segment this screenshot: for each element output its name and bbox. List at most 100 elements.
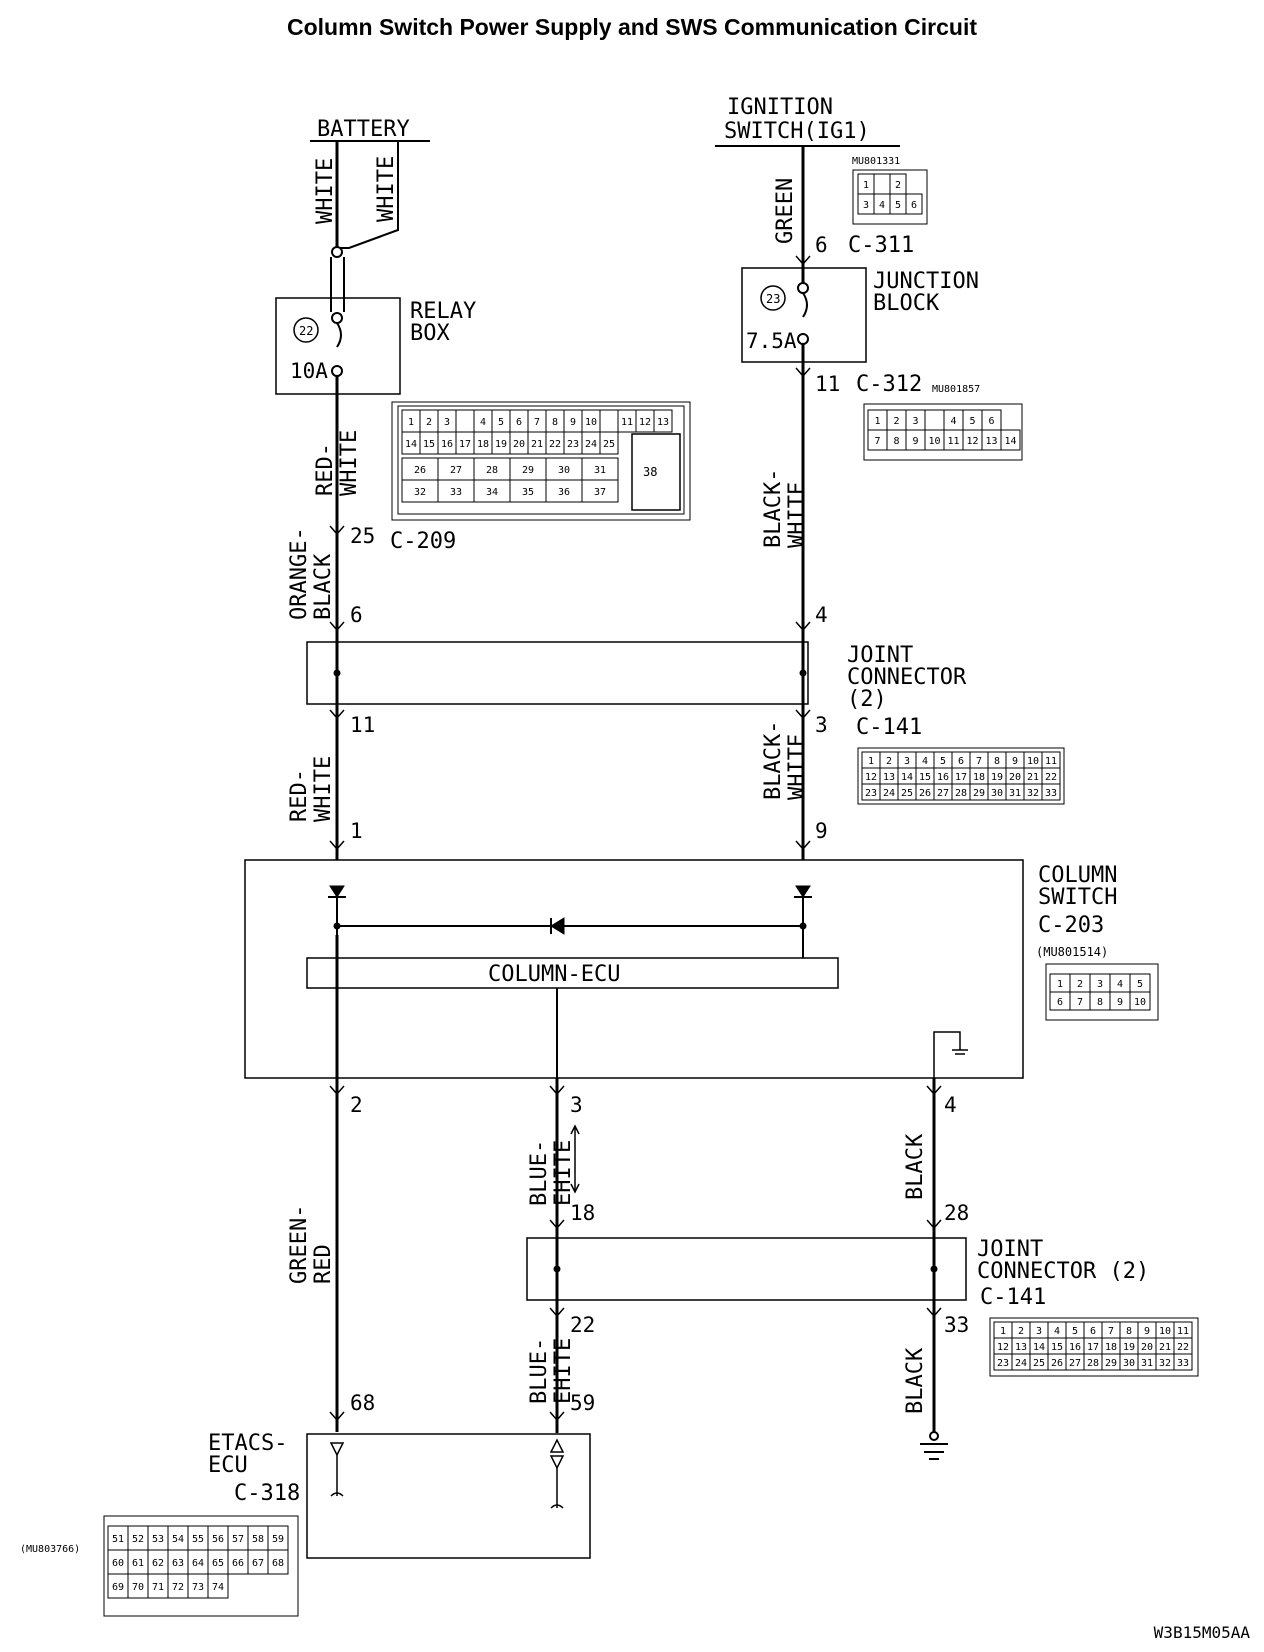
c209-pin-label: 12 [639, 417, 651, 428]
c141a-pin-label: 24 [883, 788, 895, 799]
c203-part-number: (MU801514) [1036, 945, 1108, 959]
c209-pin-label: 3 [444, 417, 450, 428]
relay-fuse-rating: 10A [290, 359, 328, 383]
left-power-wire [330, 141, 399, 1432]
c141a-pin-label: 8 [994, 756, 1000, 767]
c141b-pin-label: 5 [1072, 1326, 1078, 1337]
right-power-wire [797, 146, 809, 860]
c141a-pin-label: 9 [1012, 756, 1018, 767]
c141b-pin-label: 4 [1054, 1326, 1060, 1337]
c209-cell [653, 409, 673, 433]
c318-pin-label: 51 [112, 1534, 124, 1545]
c141b-pin-label: 9 [1144, 1326, 1150, 1337]
pin-arrow [329, 840, 345, 851]
c209-pin-label: 22 [549, 439, 561, 450]
c311-part-number: MU801331 [852, 156, 900, 167]
c209-pin-label: 26 [414, 465, 426, 476]
c318-pin-label: 71 [152, 1582, 164, 1593]
diagram-title: Column Switch Power Supply and SWS Commu… [286, 14, 978, 40]
c318-part-number: (MU803766) [20, 1544, 80, 1555]
c141b-pin-label: 21 [1159, 1342, 1171, 1353]
c318-pin-label: 70 [132, 1582, 144, 1593]
c312-pin-label: 9 [912, 436, 918, 447]
c209-pin-label: 2 [426, 417, 432, 428]
relay-box-label-1: RELAY [410, 299, 476, 324]
c312-pin-label: 13 [985, 436, 997, 447]
c141b-pin-label: 10 [1159, 1326, 1171, 1337]
c141b-pin-label: 18 [1105, 1342, 1117, 1353]
pin-2: 2 [350, 1093, 363, 1117]
c318-pin-label: 54 [172, 1534, 184, 1545]
c209-pin-label: 8 [552, 417, 558, 428]
c312-pin-label: 7 [874, 436, 880, 447]
c311-pin-label: 3 [863, 200, 869, 211]
c318-pin-label: 52 [132, 1534, 144, 1545]
c312-pin-label: 5 [969, 416, 975, 427]
battery-source: BATTERY [310, 117, 430, 142]
c141a-pin-label: 7 [976, 756, 982, 767]
c141a-pin-label: 18 [973, 772, 985, 783]
wire-green-red-2: RED [311, 1244, 336, 1284]
pin-3-blue: 3 [570, 1093, 583, 1117]
c209-pin-label: 11 [621, 417, 633, 428]
wire-blue-white-b2: EHITE [551, 1338, 576, 1404]
c318-pin-label: 65 [212, 1558, 224, 1569]
c141a-pin-label: 23 [865, 788, 877, 799]
c209-pin-label: 5 [498, 417, 504, 428]
pin-arrow [329, 1085, 345, 1096]
c141a-pin-label: 6 [958, 756, 964, 767]
pin-1: 1 [350, 819, 363, 843]
c311-cell [873, 173, 891, 195]
c141a-pin-label: 3 [904, 756, 910, 767]
c209-pin-label: 17 [459, 439, 471, 450]
pin-arrow [329, 709, 345, 720]
wire-orange-black-2: BLACK [311, 553, 336, 620]
c209-pin-label: 32 [414, 487, 426, 498]
c318-pin-label: 58 [252, 1534, 264, 1545]
c311-pin-label: 2 [895, 180, 901, 191]
c141b-pin-label: 24 [1015, 1358, 1027, 1369]
connector-c311-label: C-311 [848, 233, 914, 258]
c203-pin-label: 9 [1117, 997, 1123, 1008]
c209-pin-label: 36 [558, 487, 570, 498]
c209-pin-label: 34 [486, 487, 498, 498]
c141a-pin-label: 17 [955, 772, 967, 783]
c141b-pin-label: 13 [1015, 1342, 1027, 1353]
wire-black-white-b1: BLACK- [761, 721, 786, 800]
c203-pin-label: 7 [1077, 997, 1083, 1008]
c141a-pin-label: 29 [973, 788, 985, 799]
c141b-pin-label: 3 [1036, 1326, 1042, 1337]
c141b-pin-label: 29 [1105, 1358, 1117, 1369]
c203-pin-label: 6 [1057, 997, 1063, 1008]
column-switch: COLUMN-ECU COLUMN SWITCH C-203 (MU801514… [244, 859, 1117, 1079]
wire-blue-white-a2: EHITE [551, 1140, 576, 1206]
pin-6-c311: 6 [815, 233, 828, 257]
c209-pin-label: 10 [585, 417, 597, 428]
c141a-pin-label: 5 [940, 756, 946, 767]
c203-pin-label: 3 [1097, 979, 1103, 990]
c141b-pin-label: 14 [1033, 1342, 1045, 1353]
c312-pin-label: 4 [950, 416, 956, 427]
wire-white-1: WHITE [313, 158, 338, 224]
c318-pin-label: 55 [192, 1534, 204, 1545]
c141a-pin-label: 15 [919, 772, 931, 783]
joint-connector-label-2: CONNECTOR [847, 665, 967, 690]
c318-pin-label: 68 [272, 1558, 284, 1569]
connector-c141-label-b: C-141 [980, 1285, 1046, 1310]
joint-connector-label-3: (2) [847, 687, 887, 712]
pin-22: 22 [570, 1313, 595, 1337]
c141b-cell [1173, 1353, 1193, 1371]
c318-cell [267, 1549, 289, 1575]
c311-cell [905, 193, 923, 215]
c209-pin-label: 21 [531, 439, 543, 450]
c141a-pin-label: 21 [1027, 772, 1039, 783]
c141b-pin-label: 19 [1123, 1342, 1135, 1353]
wire-green-red-1: GREEN- [287, 1205, 312, 1284]
joint-connector-top: JOINT CONNECTOR (2) [306, 641, 967, 712]
c141a-pin-label: 14 [901, 772, 913, 783]
lower-wires [555, 1078, 936, 1433]
column-switch-label-2: SWITCH [1038, 885, 1117, 910]
c209-pin-label: 33 [450, 487, 462, 498]
